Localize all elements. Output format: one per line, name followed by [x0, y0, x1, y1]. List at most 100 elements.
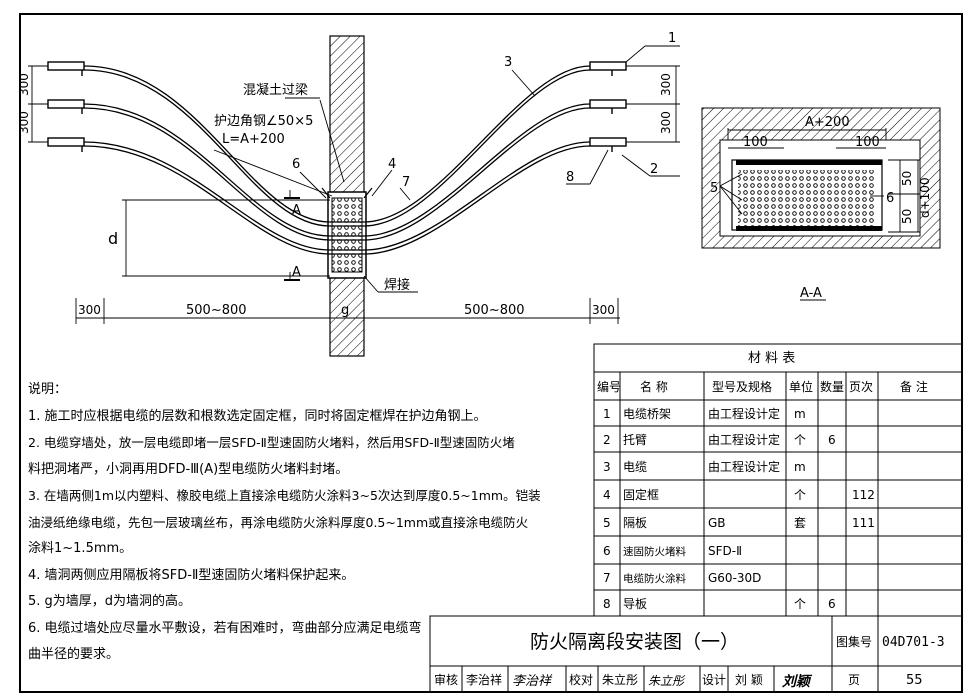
table-row: 1 电缆桥架 由工程设计定 m: [603, 406, 806, 421]
col-name: 名 称: [640, 379, 668, 394]
height-d-label: d: [108, 229, 118, 248]
col-spec: 型号及规格: [712, 379, 772, 394]
row-7-name: 电缆防火涂料: [623, 572, 686, 585]
row-1-spec: 由工程设计定: [708, 406, 780, 421]
row-2-name: 托臂: [623, 433, 647, 447]
callout-4: 4: [388, 157, 396, 172]
section-total: d+100: [918, 177, 932, 218]
row-8-qty: 6: [828, 597, 836, 611]
note-line: 油浸纸绝缘电缆，先包一层玻璃丝布，再涂电缆防火涂料厚度0.5~1mm或直接涂电缆…: [28, 514, 529, 530]
page-number: 55: [906, 673, 923, 688]
table-row: 4 固定框 个 112: [603, 487, 875, 502]
row-2-qty: 6: [828, 433, 836, 447]
cables: [83, 65, 591, 255]
atlas-label: 图集号: [836, 634, 872, 649]
col-remark: 备 注: [900, 379, 928, 394]
row-5-unit: 套: [794, 516, 806, 530]
row-8-name: 导板: [623, 597, 647, 611]
row-8-unit: 个: [794, 597, 806, 611]
wall-g-label: g: [341, 303, 349, 318]
row-4-page: 112: [852, 488, 875, 502]
dim-side-left: 300: [78, 303, 101, 317]
dim-span-right: 500~800: [464, 303, 525, 318]
section-callout-6: 6: [886, 191, 894, 206]
row-5-no: 5: [603, 516, 611, 530]
materials-title: 材 料 表: [748, 351, 795, 366]
section-left-offset: 100: [743, 135, 768, 150]
note-line: 3. 在墙两侧1m以内塑料、橡胶电缆上直接涂电缆防火涂料3~5次达到厚度0.5~…: [28, 488, 541, 503]
row-1-name: 电缆桥架: [623, 407, 671, 421]
note-line: 1. 施工时应根据电缆的层数和根数选定固定框，同时将固定框焊在护边角钢上。: [28, 408, 487, 424]
section-right-offset: 100: [855, 135, 880, 150]
reviewer-signature: 李治祥: [512, 674, 553, 689]
notes-section: 说明： 1. 施工时应根据电缆的层数和根数选定固定框，同时将固定框焊在护边角钢上…: [28, 377, 541, 669]
note-line: 料把洞堵严，小洞再用DFD-Ⅲ(A)型电缆防火堵料封堵。: [28, 461, 349, 477]
callout-1: 1: [668, 31, 676, 46]
row-4-unit: 个: [794, 488, 806, 502]
row-5-page: 111: [852, 516, 875, 530]
col-page: 页次: [849, 380, 873, 394]
row-2-unit: 个: [794, 433, 806, 447]
table-row: 8 导板 个 6: [603, 597, 836, 611]
row-6-name: 速固防火堵料: [623, 545, 686, 558]
section-h1: 50: [900, 171, 914, 186]
dim-span-left: 500~800: [186, 303, 247, 318]
col-unit: 单位: [789, 379, 813, 394]
dim-side-right: 300: [592, 303, 615, 317]
section-mark-bottom: A: [292, 265, 301, 280]
designer-signature: 刘颖: [782, 673, 813, 690]
row-4-no: 4: [603, 488, 611, 502]
section-width-label: A+200: [805, 115, 850, 130]
callout-3: 3: [504, 55, 512, 70]
fire-stop-filler: [331, 197, 363, 273]
materials-table: 材 料 表 编号 名 称 型号及规格 单位 数量 页次 备 注 1 电缆桥架 由…: [593, 343, 963, 617]
checker-name: 朱立彤: [602, 672, 638, 687]
row-3-no: 3: [603, 460, 611, 474]
designer-name: 刘 颖: [735, 673, 763, 687]
note-line: 4. 墙洞两侧应用隔板将SFD-Ⅱ型速固防火堵料保护起来。: [28, 567, 355, 583]
dim-spacing-right-top: 300: [659, 73, 673, 96]
title-block: 防火隔离段安装图（一） 图集号 04D701-3 审核 李治祥 李治祥 校对 朱…: [429, 615, 963, 693]
row-4-name: 固定框: [623, 487, 659, 502]
note-line: 6. 电缆过墙处应尽量水平敷设，若有困难时，弯曲部分应满足电缆弯: [28, 620, 422, 636]
angle-steel-label: 护边角钢∠50×5: [214, 114, 313, 129]
row-1-no: 1: [603, 407, 611, 421]
dim-spacing-left-top: 300: [17, 73, 31, 96]
col-qty: 数量: [820, 379, 844, 394]
row-5-name: 隔板: [623, 516, 647, 530]
callout-6: 6: [292, 157, 300, 172]
left-cable-trays: [47, 61, 85, 152]
note-line: 涂料1~1.5mm。: [28, 541, 133, 556]
row-3-unit: m: [794, 460, 806, 474]
table-row: 5 隔板 GB 套 111: [603, 516, 875, 530]
note-line: 曲半径的要求。: [28, 647, 120, 662]
section-callout-5: 5: [710, 181, 718, 196]
row-3-name: 电缆: [623, 460, 647, 474]
row-7-spec: G60-30D: [708, 571, 761, 585]
section-mark-top: A: [292, 203, 301, 218]
row-2-spec: 由工程设计定: [708, 432, 780, 447]
row-6-spec: SFD-Ⅱ: [708, 544, 742, 558]
table-row: 7 电缆防火涂料 G60-30D: [603, 571, 761, 585]
row-2-no: 2: [603, 433, 611, 447]
drawing-title: 防火隔离段安装图（一）: [530, 631, 739, 653]
section-h2: 50: [900, 209, 914, 224]
row-7-no: 7: [603, 571, 611, 585]
design-label: 设计: [702, 673, 726, 687]
callout-2: 2: [650, 162, 658, 177]
checker-signature: 朱立彤: [648, 674, 686, 688]
lintel-label: 混凝土过梁: [243, 82, 308, 98]
row-6-no: 6: [603, 544, 611, 558]
callout-7: 7: [402, 175, 410, 190]
table-row: 2 托臂 由工程设计定 个 6: [603, 432, 836, 447]
dim-spacing-left-bottom: 300: [17, 111, 31, 134]
dim-spacing-right-bottom: 300: [659, 111, 673, 134]
table-row: 6 速固防火堵料 SFD-Ⅱ: [603, 544, 742, 558]
page-label: 页: [848, 673, 860, 687]
reviewer-name: 李治祥: [466, 672, 502, 687]
note-line: 2. 电缆穿墙处，放一层电缆即堵一层SFD-Ⅱ型速固防火堵料，然后用SFD-Ⅱ型…: [28, 435, 515, 450]
row-8-no: 8: [603, 597, 611, 611]
elevation-view: 1 2 3 4 6 7 8 混凝土过梁 护边角钢∠50×5 L=A+200 焊接…: [17, 31, 680, 357]
check-label: 校对: [569, 672, 593, 687]
notes-heading: 说明：: [28, 382, 68, 397]
